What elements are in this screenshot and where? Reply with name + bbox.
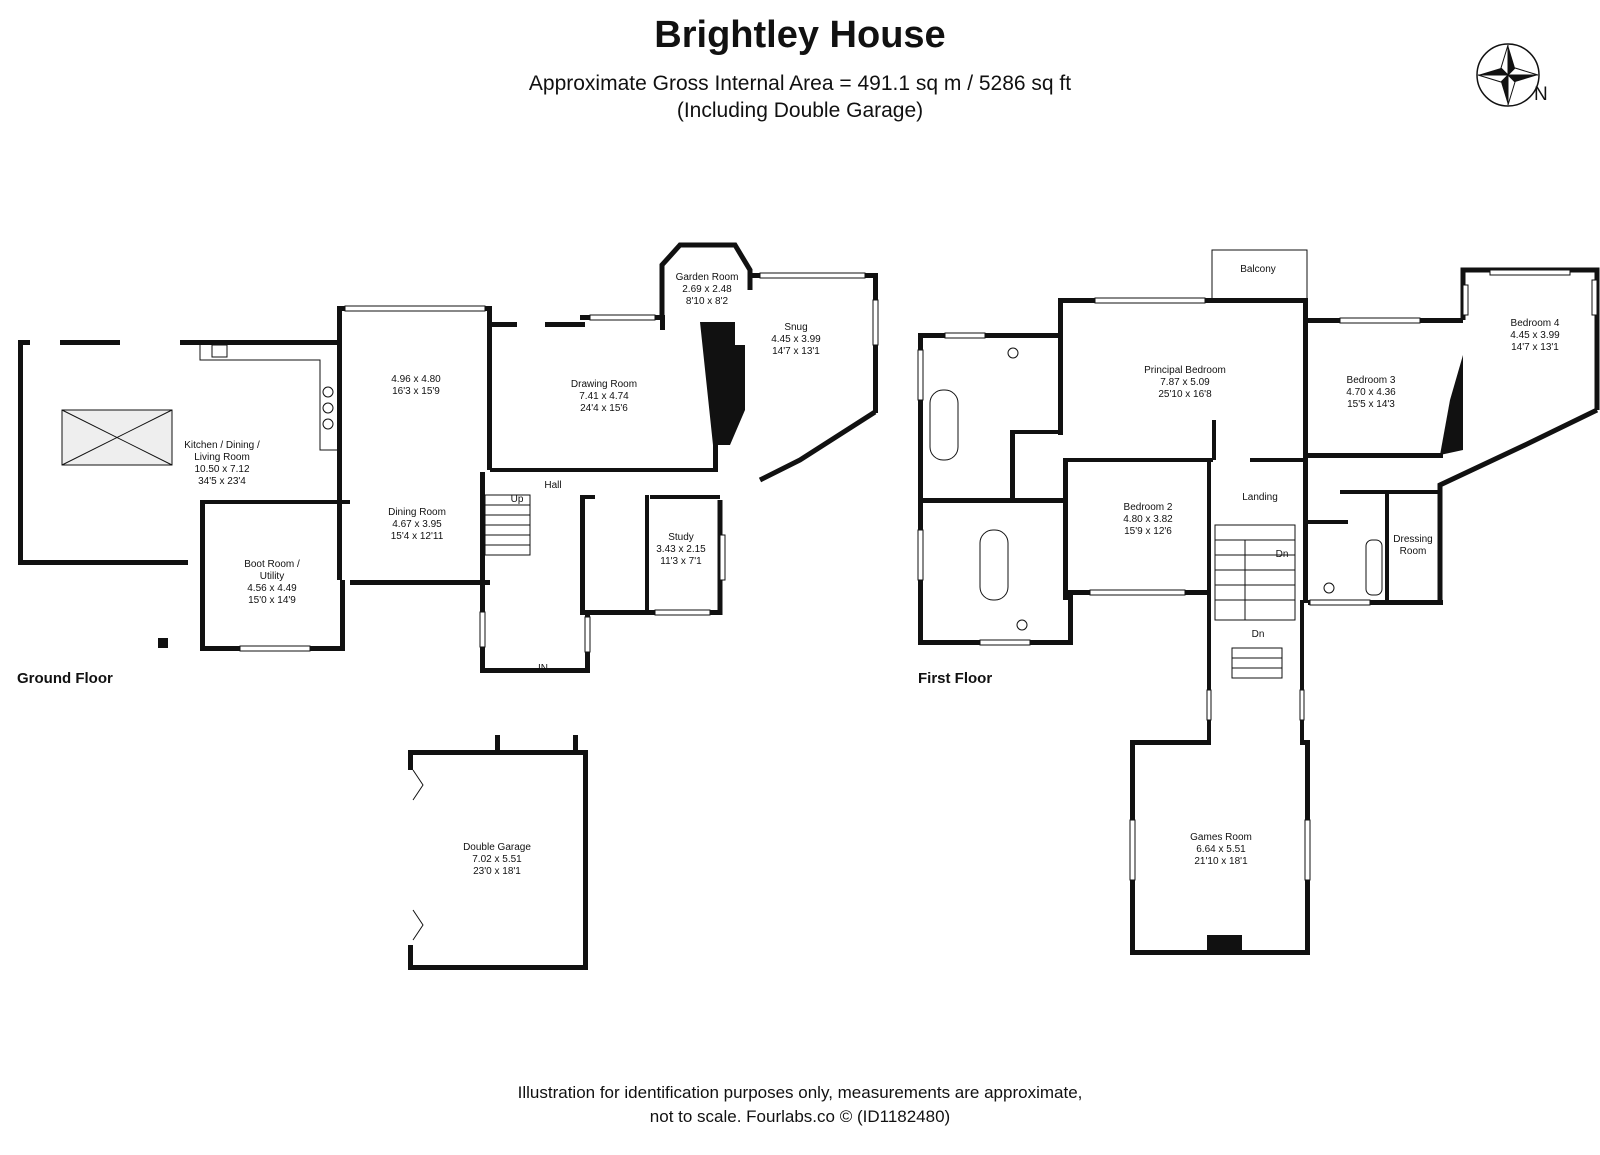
study-dim-metric: 3.43 x 2.15 bbox=[656, 544, 706, 555]
disclaimer-line-2: not to scale. Fourlabs.co © (ID1182480) bbox=[649, 1107, 951, 1126]
disclaimer-line-1: Illustration for identification purposes… bbox=[517, 1083, 1083, 1102]
first-floor-walls bbox=[918, 249, 1600, 955]
first-floor-windows bbox=[917, 269, 1598, 881]
ground-floor-label: Ground Floor bbox=[17, 670, 113, 687]
games-room-dim-metric: 6.64 x 5.51 bbox=[1196, 844, 1246, 855]
bedroom-4-dim-metric: 4.45 x 3.99 bbox=[1510, 330, 1560, 341]
bedroom-3-dim-imperial: 15'5 x 14'3 bbox=[1347, 399, 1395, 410]
first-floor-label: First Floor bbox=[918, 670, 993, 687]
first-floor-stairs bbox=[1214, 524, 1296, 679]
drawing-room-dim-metric: 7.41 x 4.74 bbox=[579, 391, 629, 402]
compass-rose-icon bbox=[1476, 43, 1540, 107]
bedroom-4-name: Bedroom 4 bbox=[1511, 318, 1560, 329]
ground-floor-windows bbox=[239, 272, 879, 653]
games-room-dim-imperial: 21'10 x 18'1 bbox=[1194, 856, 1248, 867]
principal-bedroom-dim-imperial: 25'10 x 16'8 bbox=[1158, 389, 1212, 400]
games-room-name: Games Room bbox=[1190, 832, 1252, 843]
landing-name: Landing bbox=[1242, 492, 1278, 503]
boot-room-name-2: Utility bbox=[260, 571, 284, 582]
kitchen-counter bbox=[199, 344, 337, 451]
ground-stairs bbox=[484, 322, 745, 556]
bedroom-2-name: Bedroom 2 bbox=[1124, 502, 1173, 513]
drawing-room-dim-imperial: 24'4 x 15'6 bbox=[580, 403, 628, 414]
dining-room-name: Dining Room bbox=[388, 507, 446, 518]
stairs-up-label: Up bbox=[511, 494, 524, 505]
garage-dim-imperial: 23'0 x 18'1 bbox=[473, 866, 521, 877]
gross-area-note: (Including Double Garage) bbox=[676, 99, 924, 122]
kitchen-name-2: Living Room bbox=[194, 452, 250, 463]
bedroom-3-dim-metric: 4.70 x 4.36 bbox=[1346, 387, 1396, 398]
garage-name: Double Garage bbox=[463, 842, 531, 853]
dining-room-dim-imperial: 15'4 x 12'11 bbox=[391, 531, 444, 542]
snug-dim-metric: 4.45 x 3.99 bbox=[771, 334, 821, 345]
boot-room-name-1: Boot Room / bbox=[244, 559, 300, 570]
kitchen-dim-imperial: 34'5 x 23'4 bbox=[198, 476, 246, 487]
stairs-down-label-2: Dn bbox=[1252, 629, 1265, 640]
principal-bedroom-name: Principal Bedroom bbox=[1144, 365, 1226, 376]
kitchen-name-1: Kitchen / Dining / bbox=[184, 440, 260, 451]
hall-name: Hall bbox=[544, 480, 561, 491]
dressing-room-name-1: Dressing bbox=[1393, 534, 1432, 545]
room-unnamed-dim-imperial: 16'3 x 15'9 bbox=[392, 386, 440, 397]
kitchen-skylight bbox=[61, 409, 173, 466]
study-name: Study bbox=[668, 532, 694, 543]
garage-walls bbox=[408, 735, 588, 970]
boot-room-dim-imperial: 15'0 x 14'9 bbox=[248, 595, 296, 606]
snug-name: Snug bbox=[784, 322, 807, 333]
gross-area-line: Approximate Gross Internal Area = 491.1 … bbox=[528, 72, 1072, 95]
dressing-room-name-2: Room bbox=[1400, 546, 1427, 557]
garden-room-dim-metric: 2.69 x 2.48 bbox=[682, 284, 732, 295]
garage-dim-metric: 7.02 x 5.51 bbox=[472, 854, 522, 865]
entrance-label: IN bbox=[538, 663, 548, 674]
garden-room-dim-imperial: 8'10 x 8'2 bbox=[686, 296, 729, 307]
snug-dim-imperial: 14'7 x 13'1 bbox=[772, 346, 820, 357]
room-unnamed-dim-metric: 4.96 x 4.80 bbox=[391, 374, 441, 385]
bathroom-fixtures bbox=[929, 347, 1383, 631]
page-title: Brightley House bbox=[654, 14, 946, 56]
compass-north-label: N bbox=[1534, 84, 1548, 105]
dining-room-dim-metric: 4.67 x 3.95 bbox=[392, 519, 442, 530]
boot-room-dim-metric: 4.56 x 4.49 bbox=[247, 583, 297, 594]
bedroom-4-dim-imperial: 14'7 x 13'1 bbox=[1511, 342, 1559, 353]
bedroom-2-dim-metric: 4.80 x 3.82 bbox=[1123, 514, 1173, 525]
balcony-name: Balcony bbox=[1240, 264, 1276, 275]
stairs-down-label-1: Dn bbox=[1276, 549, 1289, 560]
study-dim-imperial: 11'3 x 7'1 bbox=[660, 556, 702, 567]
bedroom-2-dim-imperial: 15'9 x 12'6 bbox=[1124, 526, 1172, 537]
bedroom-3-name: Bedroom 3 bbox=[1347, 375, 1396, 386]
drawing-room-name: Drawing Room bbox=[571, 379, 637, 390]
principal-bedroom-dim-metric: 7.87 x 5.09 bbox=[1160, 377, 1210, 388]
kitchen-dim-metric: 10.50 x 7.12 bbox=[194, 464, 249, 475]
garden-room-name: Garden Room bbox=[676, 272, 739, 283]
